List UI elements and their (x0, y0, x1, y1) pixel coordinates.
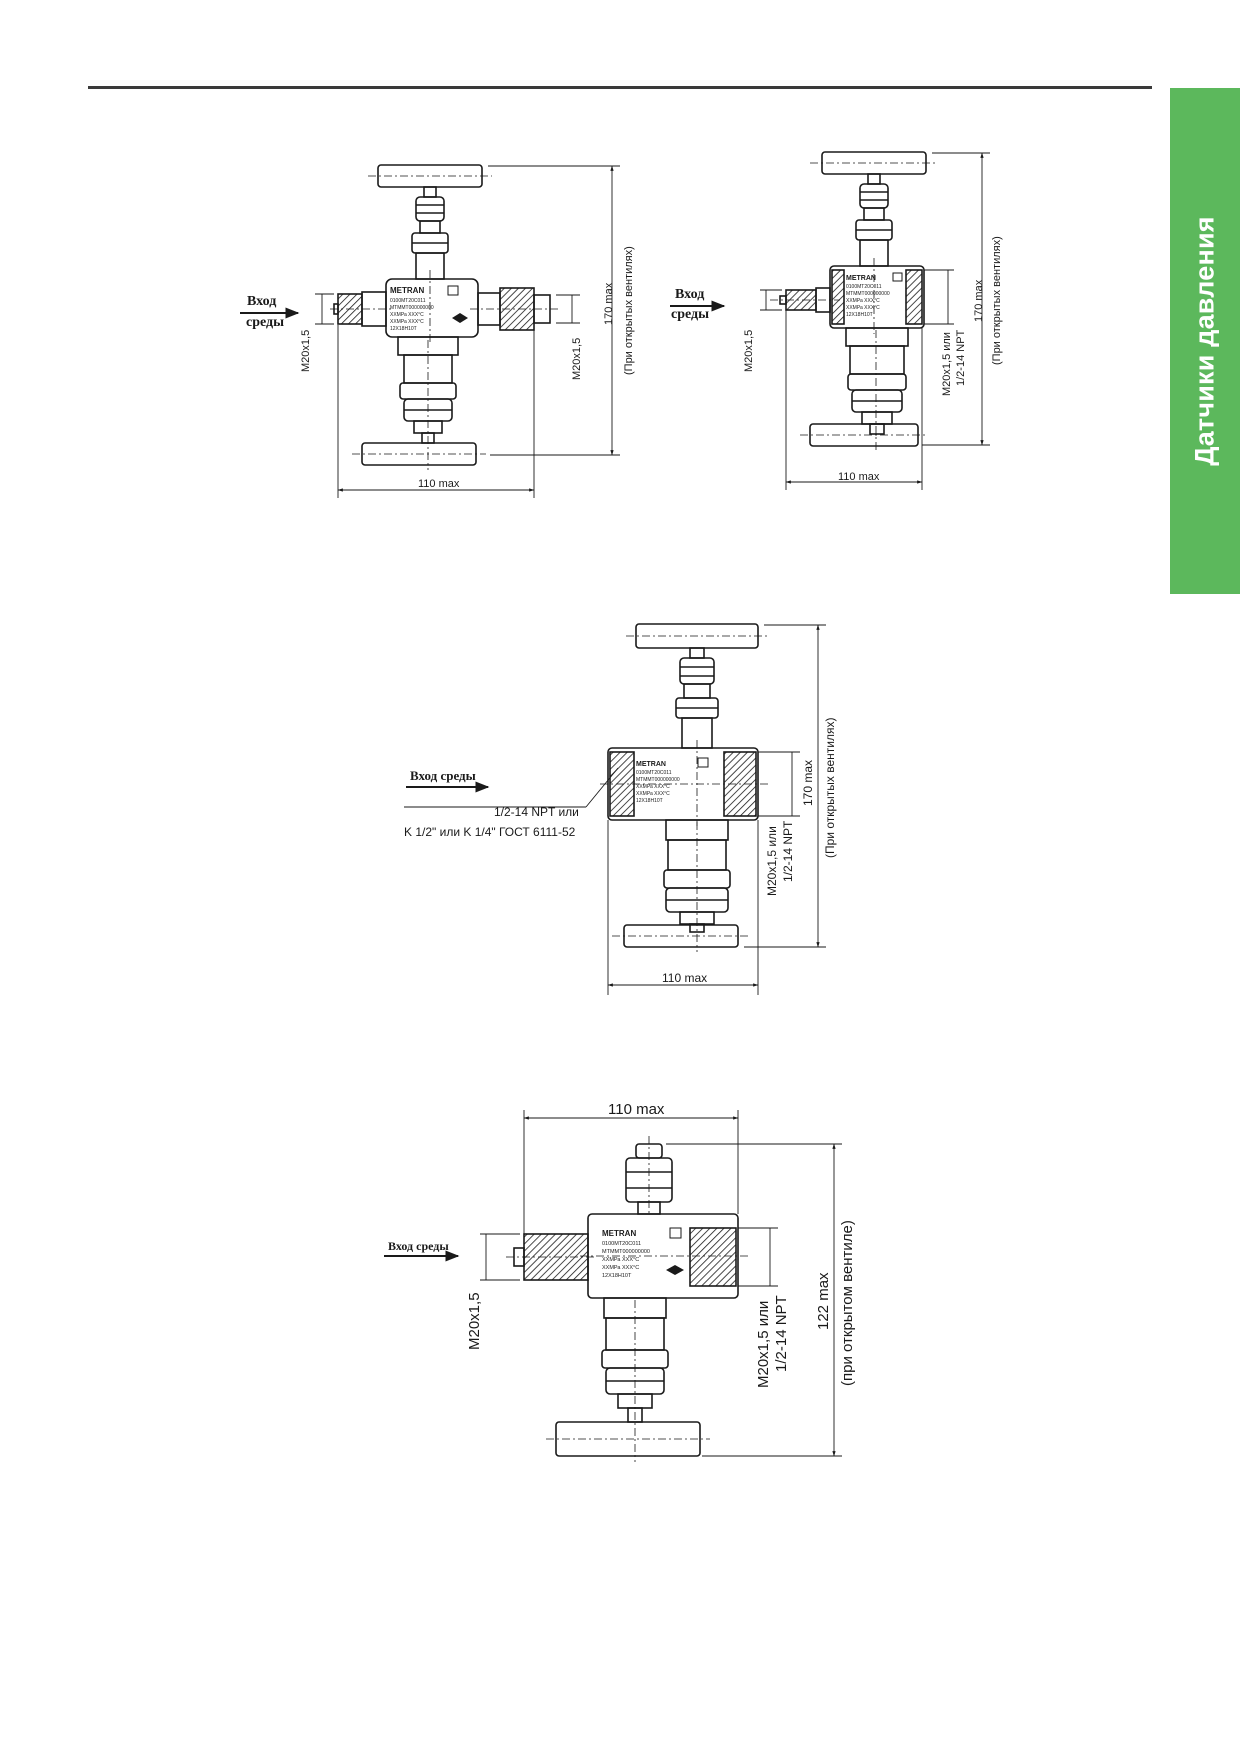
nameplate-line: ХХМРа ХХХ°С (636, 784, 670, 790)
dim-height-note: (При открытых вентилях) (623, 246, 635, 375)
valve-cap-top (625, 1136, 673, 1216)
certification-mark-icon (697, 757, 709, 768)
valve-drawing-2 (670, 151, 990, 490)
dimension-lines-3 (404, 624, 826, 995)
certification-mark-icon (669, 1227, 682, 1239)
dim-height-note: (при открытом вентиле) (839, 1220, 856, 1386)
nameplate-brand: METRAN (846, 275, 876, 282)
dimension-lines-2 (670, 152, 990, 490)
dim-thread-line-2: 1/2-14 NPT (955, 329, 967, 386)
nameplate-line: МТММТ000000000 (846, 291, 890, 297)
valve-body (580, 1213, 750, 1299)
dim-thread-line-1: M20x1,5 или (765, 826, 779, 896)
dim-left-thread: M20x1,5 (743, 330, 755, 372)
nameplate-line: МТММТ000000000 (390, 305, 434, 311)
inlet-label-bottom: среды (246, 315, 284, 330)
valve-drawing-4 (384, 1110, 842, 1462)
inlet-label: Вход среды (410, 768, 476, 783)
outlet-fitting-right (470, 287, 560, 331)
nameplate-line: 0100МТ20С011 (390, 298, 426, 304)
dim-width: 110 max (838, 471, 880, 483)
certification-mark-icon (892, 272, 903, 282)
nameplate-brand: METRAN (390, 286, 424, 295)
dim-height-note: (При открытых вентилях) (823, 718, 837, 858)
nameplate-line: ХХМРа ХХХ°С (602, 1265, 639, 1271)
section-tab[interactable]: Датчики давления (1170, 88, 1240, 594)
valve-body (600, 740, 770, 826)
dimension-lines-4 (384, 1110, 842, 1457)
port-note-line-2: K 1/2" или K 1/4" ГОСТ 6111-52 (404, 825, 576, 839)
inlet-label-bottom: среды (671, 307, 709, 322)
valve-handle-top (626, 623, 768, 749)
nameplate-4: METRAN 0100МТ20С011 МТММТ000000000 ХХМРа… (602, 1227, 684, 1279)
dim-width: 110 max (418, 478, 460, 490)
nameplate-brand: METRAN (602, 1229, 636, 1238)
nameplate-line: 12Х18Н10Т (636, 798, 663, 804)
inlet-fitting-left (506, 1233, 596, 1281)
top-rule (88, 86, 1152, 89)
nameplate-line: МТММТ000000000 (636, 777, 680, 783)
nameplate-brand: METRAN (636, 761, 666, 768)
dim-height: 170 max (603, 282, 615, 325)
certification-mark-icon (447, 285, 459, 296)
dim-thread-line-1: M20x1,5 или (755, 1301, 772, 1388)
inlet-fitting-left (330, 291, 392, 327)
valve-handle-top (810, 151, 938, 267)
valve-handle-bottom (612, 819, 750, 952)
port-note-line-1: 1/2-14 NPT или (494, 805, 579, 819)
valve-handle-bottom (546, 1297, 710, 1462)
valve-handle-bottom (800, 327, 928, 450)
dimension-lines-1 (240, 165, 620, 498)
valve-handle-bottom (352, 336, 486, 470)
nameplate-1: METRAN 0100МТ20С011 МТММТ000000000 ХХМРа… (390, 285, 468, 332)
dim-height: 122 max (815, 1272, 832, 1330)
dim-thread-line-2: 1/2-14 NPT (773, 1295, 790, 1372)
nameplate-line: 12Х18Н10Т (390, 326, 417, 332)
nameplate-3: METRAN 0100МТ20С011 МТММТ000000000 ХХМРа… (636, 757, 709, 804)
dim-height-note: (При открытых вентилях) (991, 236, 1003, 365)
inlet-fitting-left (770, 287, 840, 313)
nameplate-line: 0100МТ20С011 (602, 1241, 641, 1247)
valve-symbol-icon (452, 313, 468, 323)
nameplate-line: МТММТ000000000 (602, 1249, 650, 1255)
nameplate-line: ХХМРа ХХХ°С (390, 319, 424, 325)
dim-left-thread: M20x1,5 (466, 1292, 483, 1350)
nameplate-line: 12Х18Н10Т (602, 1273, 632, 1279)
valve-symbol-icon (666, 1265, 684, 1275)
nameplate-line: ХХМРа ХХХ°С (636, 791, 670, 797)
dim-height: 170 max (973, 279, 985, 322)
valve-drawing-1 (240, 164, 620, 498)
valve-handle-top (368, 164, 492, 280)
nameplate-line: 0100МТ20С011 (636, 770, 672, 776)
nameplate-line: ХХМРа ХХХ°С (846, 298, 880, 304)
dim-left-thread: M20x1,5 (300, 330, 312, 372)
inlet-label: Вход среды (388, 1239, 449, 1253)
nameplate-line: 0100МТ20С011 (846, 284, 882, 290)
inlet-label-top: Вход (675, 287, 704, 302)
valve-drawing-3 (404, 623, 826, 995)
dim-thread-line-2: 1/2-14 NPT (781, 820, 795, 882)
nameplate-line: ХХМРа ХХХ°С (602, 1257, 639, 1263)
nameplate-line: 12Х18Н10Т (846, 312, 873, 318)
dim-right-thread: M20x1,5 (571, 338, 583, 380)
dim-height: 170 max (801, 760, 815, 806)
inlet-label-top: Вход (247, 294, 276, 309)
nameplate-2: METRAN 0100МТ20С011 МТММТ000000000 ХХМРа… (846, 272, 903, 318)
nameplate-line: ХХМРа ХХХ°С (846, 305, 880, 311)
dim-width: 110 max (608, 1101, 665, 1118)
nameplate-line: ХХМРа ХХХ°С (390, 312, 424, 318)
dim-width: 110 max (662, 971, 707, 985)
dim-thread-line-1: M20x1,5 или (941, 332, 953, 396)
